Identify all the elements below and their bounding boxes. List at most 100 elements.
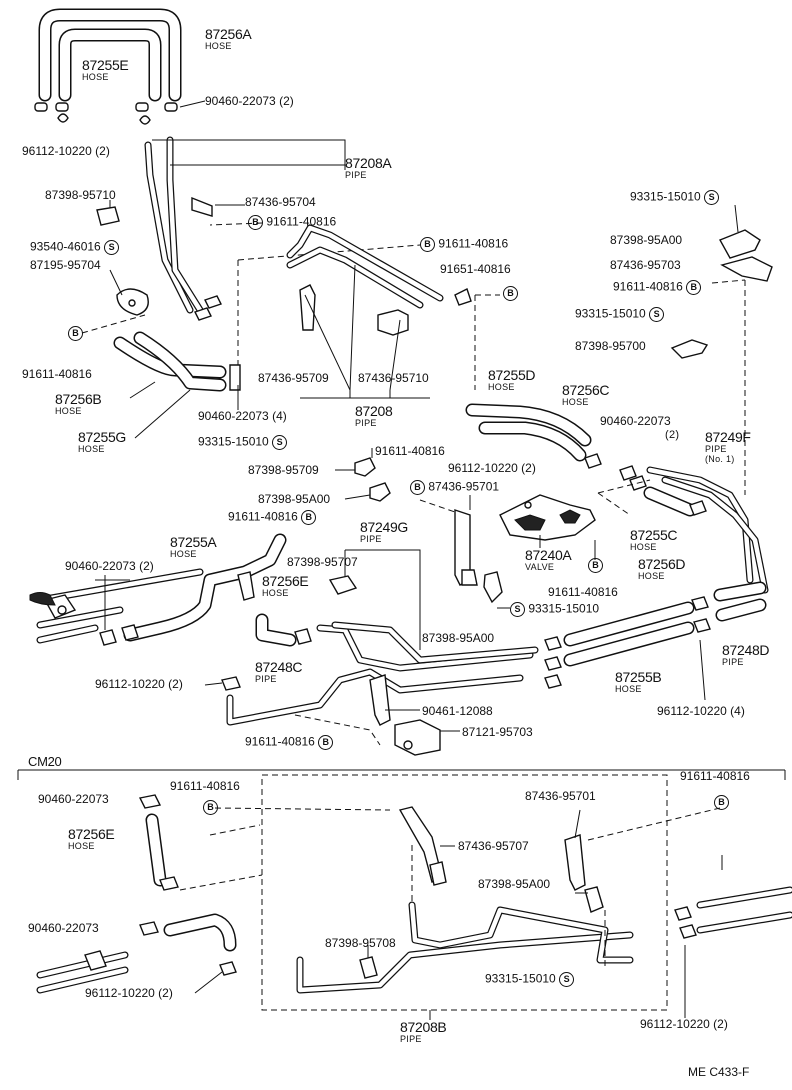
label-87121-95703: 87121-95703 xyxy=(462,725,533,739)
label-87398-95a00-cm20: 87398-95A00 xyxy=(478,877,551,891)
label-90460-22073-top: 90460-22073 (2) xyxy=(205,94,294,108)
pipe-87248d xyxy=(713,581,767,622)
bolt-b-91651: B xyxy=(503,286,518,302)
label-91611-40816-f: 91611-40816 B xyxy=(228,510,317,525)
engine-pipe-stubs-cm20 xyxy=(36,950,129,994)
label-90460-22073-cm20a: 90460-22073 xyxy=(38,792,109,806)
label-91611-40816-h: 91611-40816 B xyxy=(245,735,334,750)
engine-pipe-stubs xyxy=(29,568,204,644)
screw-s-icon: S xyxy=(272,435,288,450)
label-93315-15010-top: 93315-15010 S xyxy=(630,190,720,205)
label-87436-95707-cm20: 87436-95707 xyxy=(458,839,529,853)
label-90460-22073-4: 90460-22073 (4) xyxy=(198,409,287,423)
label-96112-10220-cm20b: 96112-10220 (2) xyxy=(640,1017,728,1031)
label-drawing-code: ME C433-F xyxy=(688,1065,750,1079)
pipe-87249f xyxy=(646,466,769,594)
label-90460-22073-left: 90460-22073 (2) xyxy=(65,559,154,573)
label-93315-15010-b: 93315-15010 S xyxy=(575,307,665,322)
label-87195-95704: 87195-95704 xyxy=(30,258,101,272)
label-87436-95710: 87436-95710 xyxy=(358,371,429,385)
label-87398-95700: 87398-95700 xyxy=(575,339,646,353)
label-91611-40816-c: 91611-40816 xyxy=(22,367,92,381)
label-96112-10220-c: 96112-10220 (2) xyxy=(95,677,183,691)
pipe-87208b xyxy=(296,901,634,994)
bolt-b-icon: B xyxy=(318,735,334,750)
hose-87255b xyxy=(563,621,695,667)
hose-87256d xyxy=(563,601,695,647)
bolt-b-icon: B xyxy=(248,215,263,230)
label-96112-10220-4: 96112-10220 (4) xyxy=(657,704,745,718)
clamps-top xyxy=(34,102,178,125)
hose-87255a xyxy=(123,533,287,642)
label-87436-95703: 87436-95703 xyxy=(610,258,681,272)
bolt-b-icon: B xyxy=(420,237,435,252)
hose-87256e-cm20 xyxy=(145,813,167,887)
hose-87255c xyxy=(643,486,697,517)
label-96112-10220-mid: 96112-10220 (2) xyxy=(448,461,536,475)
label-90460-22073-2r: 90460-22073(2) xyxy=(600,414,680,441)
label-91611-40816-cm20b: 91611-40816 xyxy=(680,769,750,783)
screw-s-icon: S xyxy=(704,190,720,205)
label-93315-15010-cm20: 93315-15010 S xyxy=(485,972,575,987)
bolt-b-cm20a: B xyxy=(203,800,218,816)
bolt-b-icon: B xyxy=(301,510,317,525)
label-91611-40816-e: 91611-40816 xyxy=(375,444,445,458)
label-96112-10220-cm20a: 96112-10220 (2) xyxy=(85,986,173,1000)
hose-87255e xyxy=(58,28,162,102)
pipe-87208a xyxy=(144,136,204,314)
hose-cm20-lower xyxy=(163,913,237,952)
pipe-87248c xyxy=(226,621,539,726)
label-91611-40816-g: 91611-40816 xyxy=(548,585,618,599)
label-87398-95709: 87398-95709 xyxy=(248,463,319,477)
label-90460-22073-cm20b: 90460-22073 xyxy=(28,921,99,935)
label-87398-95a00-top: 87398-95A00 xyxy=(610,233,683,247)
label-91611-40816-cm20a: 91611-40816 xyxy=(170,779,240,793)
hose-87255d xyxy=(465,403,592,447)
label-91611-40816-d: 91611-40816 B xyxy=(613,280,702,295)
label-93315-15010-c: S 93315-15010 xyxy=(510,602,599,617)
screw-s-icon: S xyxy=(510,602,525,617)
pipe-stubs-cm20-right xyxy=(696,886,792,934)
bolt-b-cm20b: B xyxy=(714,795,729,811)
hose-87256a xyxy=(38,8,182,102)
label-87436-95704: 87436-95704 xyxy=(245,195,316,209)
screw-s-icon: S xyxy=(104,240,120,255)
label-91651-40816: 91651-40816 xyxy=(440,262,511,276)
label-87398-95707: 87398-95707 xyxy=(287,555,358,569)
bolt-b-icon: B xyxy=(410,480,425,495)
screw-s-icon: S xyxy=(559,972,575,987)
label-87398-95710: 87398-95710 xyxy=(45,188,116,202)
label-90461-12088: 90461-12088 xyxy=(422,704,493,718)
label-91611-40816-a: B 91611-40816 xyxy=(248,215,336,230)
screw-s-icon: S xyxy=(649,307,665,322)
bolt-b-icon: B xyxy=(686,280,702,295)
label-87398-95708: 87398-95708 xyxy=(325,936,396,950)
pipe-87208 xyxy=(286,224,444,309)
hose-87256e xyxy=(255,613,297,647)
label-91611-40816-b: B 91611-40816 xyxy=(420,237,508,252)
label-87436-95701: B 87436-95701 xyxy=(410,480,499,495)
bolt-b-valve: B xyxy=(588,558,603,574)
label-96112-10220-top: 96112-10220 (2) xyxy=(22,144,110,158)
label-87398-95a00-b: 87398-95A00 xyxy=(422,631,495,645)
